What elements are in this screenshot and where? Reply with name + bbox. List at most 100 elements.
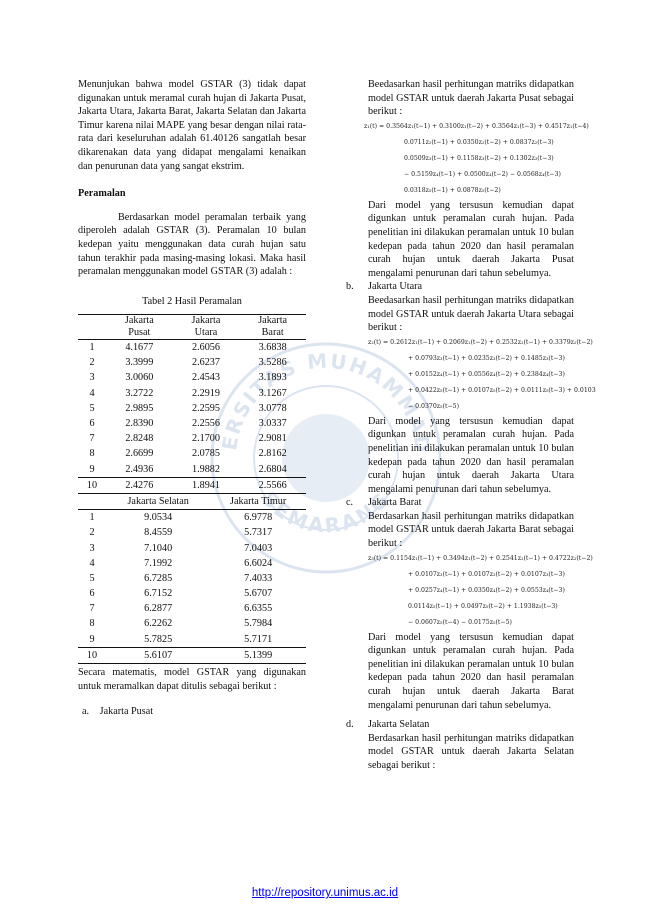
intro-paragraph: Menunjukan bahwa model GSTAR (3) tidak d… [78, 79, 306, 172]
equation-line: − 0.0370z₅(t−5) [408, 402, 459, 410]
table-cell: 2.6699 [125, 448, 154, 460]
forecast-table-2: Jakarta Selatan Jakarta Timur 1 9.0534 6.9… [78, 494, 306, 664]
row-index: 4 [89, 387, 95, 399]
section-heading-peramalan: Peramalan [78, 188, 126, 200]
table-cell: 2.1700 [191, 433, 220, 445]
row-index: 7 [89, 433, 95, 445]
row-index: 10 [86, 479, 98, 491]
table-cell: 2.4936 [125, 463, 154, 475]
table-cell: 2.6056 [191, 342, 220, 354]
equation-line: z₃(t) = 0.1154z₁(t−1) + 0.3494z₁(t−2) + … [368, 554, 593, 562]
row-index: 5 [89, 402, 95, 414]
table-cell: 2.2595 [191, 402, 220, 414]
table-cell: 3.1267 [258, 387, 287, 399]
table-cell: 2.4276 [125, 479, 154, 491]
table-row: 5 2.9895 2.2595 3.0778 [78, 401, 306, 416]
table-cell: 2.8390 [125, 418, 154, 430]
table-cell: 6.9778 [244, 512, 273, 524]
table-cell: 5.1399 [244, 649, 273, 661]
table-cell: 3.1893 [258, 372, 287, 384]
table-cell: 6.6355 [244, 603, 273, 615]
table-cell: 3.0060 [125, 372, 154, 384]
equation-line: 0.0711z₂(t−1) + 0.0350z₂(t−2) + 0.0837z₂… [404, 138, 554, 146]
peramalan-paragraph: Berdasarkan model peramalan terbaik yang… [78, 211, 306, 278]
table-cell: 3.0337 [258, 418, 287, 430]
list-item-pusat: a. Jakarta Pusat [78, 705, 306, 719]
equation-line: 0.0114z₅(t−1) + 0.0497z₅(t−2) + 1.1938z₅… [408, 602, 558, 610]
utara-label: Jakarta Utara [368, 281, 423, 293]
col-header-selatan: Jakarta Selatan [127, 495, 189, 507]
table-cell: 4.1677 [125, 342, 154, 354]
table-cell: 2.2919 [191, 387, 220, 399]
utara-equation: z₂(t) = 0.2612z₁(t−1) + 0.2069z₁(t−2) + … [362, 335, 596, 415]
equation-line: − 0.0607z₅(t−4) − 0.0175z₅(t−5) [408, 618, 512, 626]
equation-line: + 0.0257z₄(t−1) + 0.0350z₄(t−2) + 0.0553… [408, 586, 565, 594]
left-column: Menunjukan bahwa model GSTAR (3) tidak d… [78, 78, 306, 719]
col-header-timur: Jakarta Timur [229, 495, 287, 507]
table-cell: 7.1040 [144, 542, 173, 554]
table-cell: 1.9882 [191, 463, 220, 475]
table-cell: 3.5286 [258, 357, 287, 369]
selatan-intro: Berdasarkan hasil perhitungan matriks di… [368, 732, 574, 771]
row-index: 3 [89, 542, 95, 554]
row-index: 6 [89, 418, 95, 430]
row-index: 6 [89, 588, 95, 600]
table-cell: 2.9081 [258, 433, 287, 445]
barat-text: Dari model yang tersusun kemudian dapat … [368, 631, 574, 711]
row-index: 4 [89, 557, 95, 569]
table-cell: 6.2877 [144, 603, 173, 615]
table-cell: 6.7285 [144, 572, 173, 584]
list-letter: d. [346, 719, 354, 731]
section-selatan: d. Jakarta Selatan Berdasarkan hasil per… [346, 718, 574, 772]
table-cell: 3.0778 [258, 402, 287, 414]
row-index: 9 [89, 633, 95, 645]
equation-line: z₂(t) = 0.2612z₁(t−1) + 0.2069z₁(t−2) + … [368, 338, 593, 346]
table-cell: 9.0534 [144, 512, 173, 524]
table-cell: 5.7317 [244, 527, 273, 539]
equation-line: + 0.0793z₃(t−1) + 0.0235z₃(t−2) + 0.1485… [408, 354, 565, 362]
list-label: Jakarta Pusat [99, 706, 154, 718]
equation-line: 0.0509z₃(t−1) + 0.1158z₃(t−2) + 0.1302z₃… [404, 154, 554, 162]
row-index: 1 [89, 512, 95, 524]
table-caption: Tabel 2 Hasil Peramalan [142, 295, 242, 307]
table-row: 1 9.0534 6.9778 [78, 509, 306, 526]
table-row: 2 3.3999 2.6237 3.5286 [78, 356, 306, 371]
equation-line: + 0.0422z₅(t−1) + 0.0107z₅(t−2) + 0.0111… [408, 386, 596, 394]
footer: http://repository.unimus.ac.id [0, 887, 650, 899]
table-cell: 5.7171 [244, 633, 273, 645]
table-cell: 2.6237 [191, 357, 220, 369]
table-row: 7 2.8248 2.1700 2.9081 [78, 431, 306, 446]
row-index: 5 [89, 572, 95, 584]
pusat-text: Dari model yang tersusun kemudian dapat … [368, 199, 574, 279]
table-cell: 3.3999 [125, 357, 154, 369]
table-cell: 5.6107 [144, 649, 173, 661]
table-cell: 2.9895 [125, 402, 154, 414]
model-intro-paragraph: Secara matematis, model GSTAR yang digun… [78, 667, 306, 692]
row-index: 1 [89, 342, 95, 354]
table-cell: 2.8248 [125, 433, 154, 445]
barat-label: Jakarta Barat [368, 497, 422, 509]
barat-intro: Berdasarkan hasil perhitungan matriks di… [368, 510, 574, 550]
table-cell: 7.0403 [244, 542, 273, 554]
selatan-label: Jakarta Selatan [368, 719, 430, 731]
table-cell: 7.1992 [144, 557, 173, 569]
table-cell: 2.4543 [191, 372, 220, 384]
table-row: 6 2.8390 2.2556 3.0337 [78, 416, 306, 431]
list-letter: a. [82, 706, 90, 718]
row-index: 8 [89, 618, 95, 630]
table-cell: 5.6707 [244, 588, 273, 600]
row-index: 2 [89, 357, 95, 369]
table-cell: 2.2556 [191, 418, 220, 430]
repository-link[interactable]: http://repository.unimus.ac.id [251, 887, 399, 899]
university-seal-watermark: UNIVERSITAS MUHAMMADIYAH SEMARANG [208, 340, 442, 574]
list-letter: b. [346, 281, 354, 293]
